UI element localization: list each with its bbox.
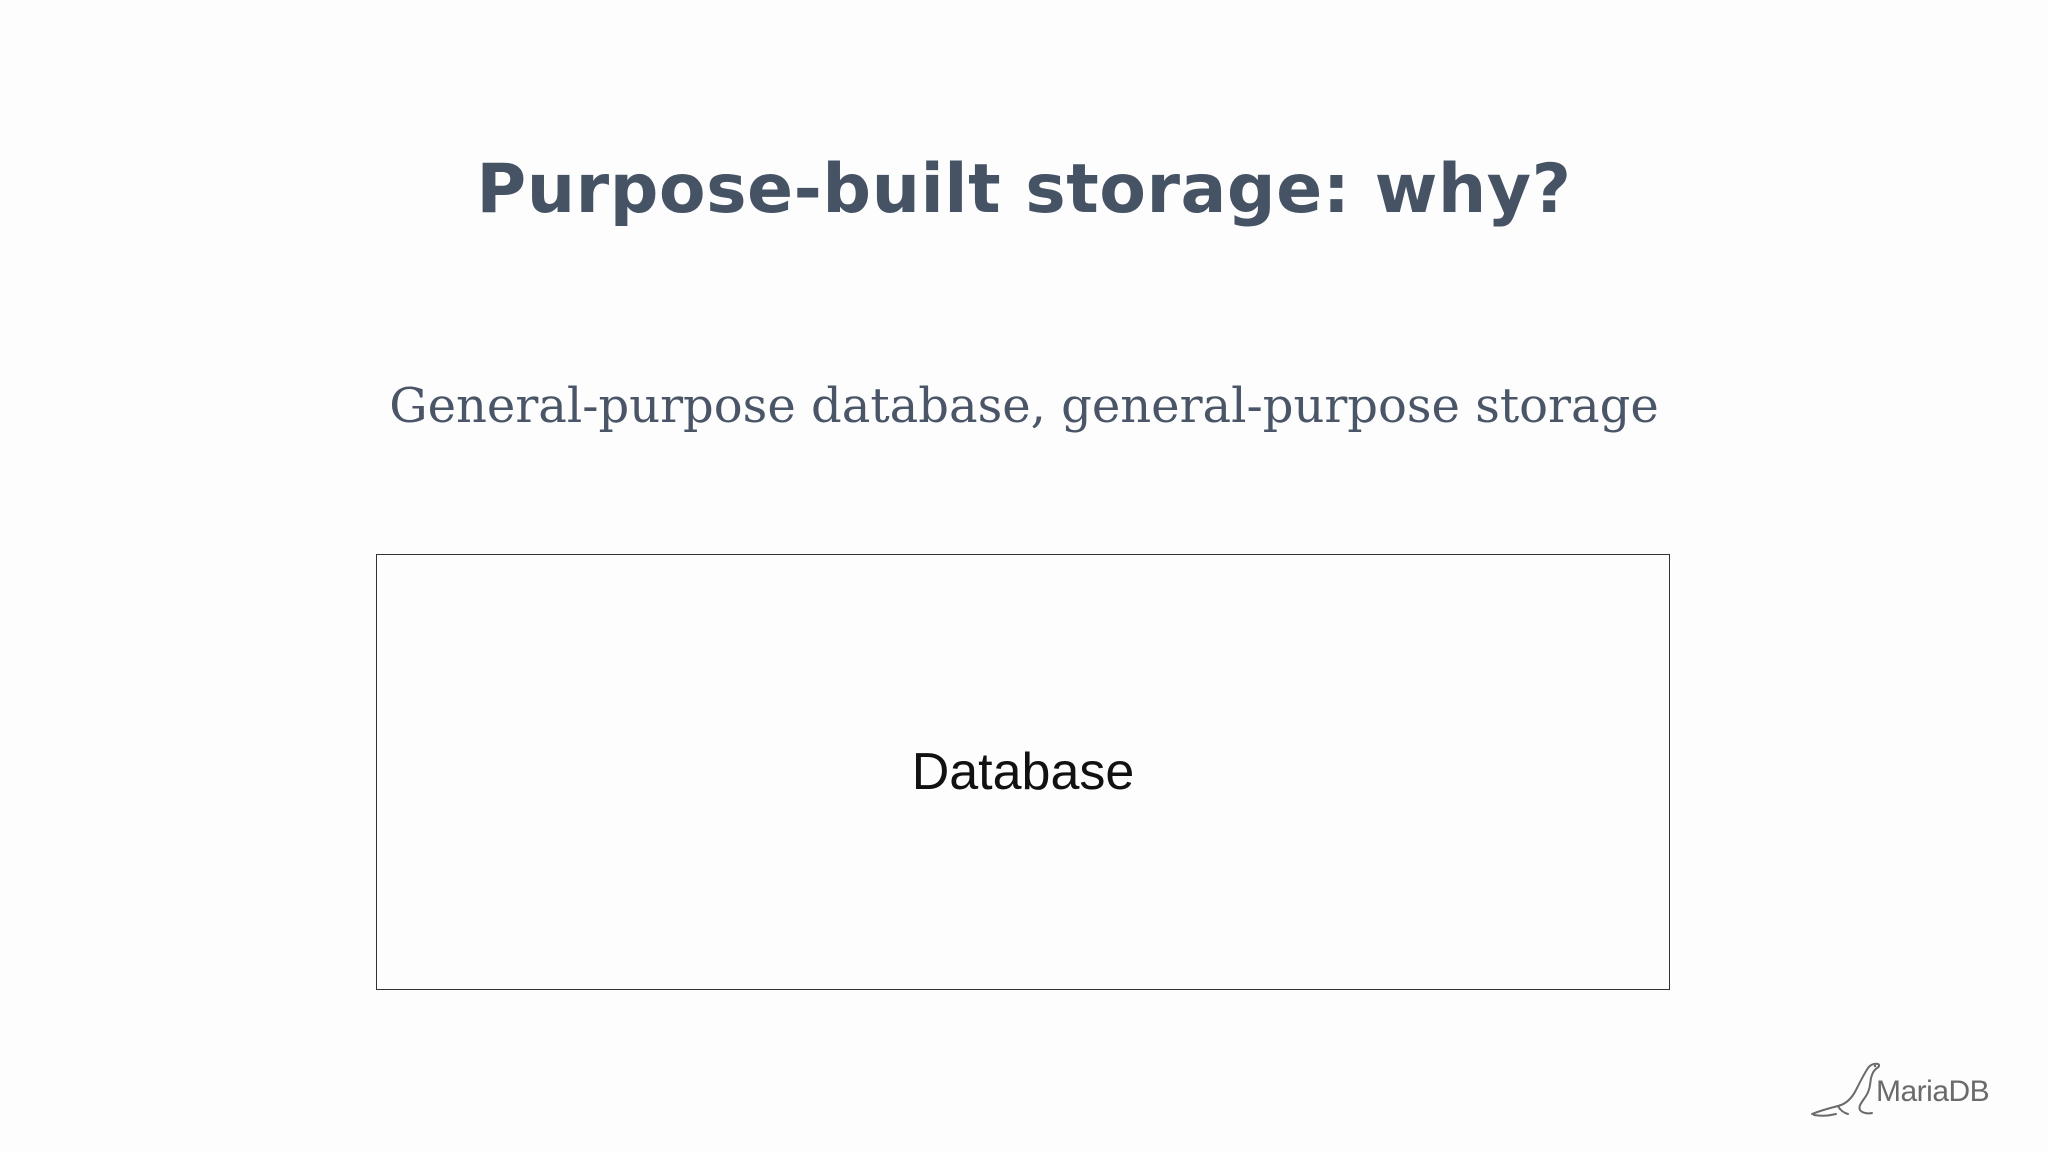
mariadb-logo: MariaDB — [1808, 1058, 2008, 1120]
seal-icon — [1811, 1062, 1881, 1117]
slide-subtitle: General-purpose database, general-purpos… — [389, 378, 1659, 434]
slide-title: Purpose-built storage: why? — [476, 150, 1572, 229]
database-label: Database — [911, 743, 1135, 801]
database-box: Database — [376, 554, 1670, 990]
logo-text: MariaDB — [1876, 1075, 1990, 1108]
